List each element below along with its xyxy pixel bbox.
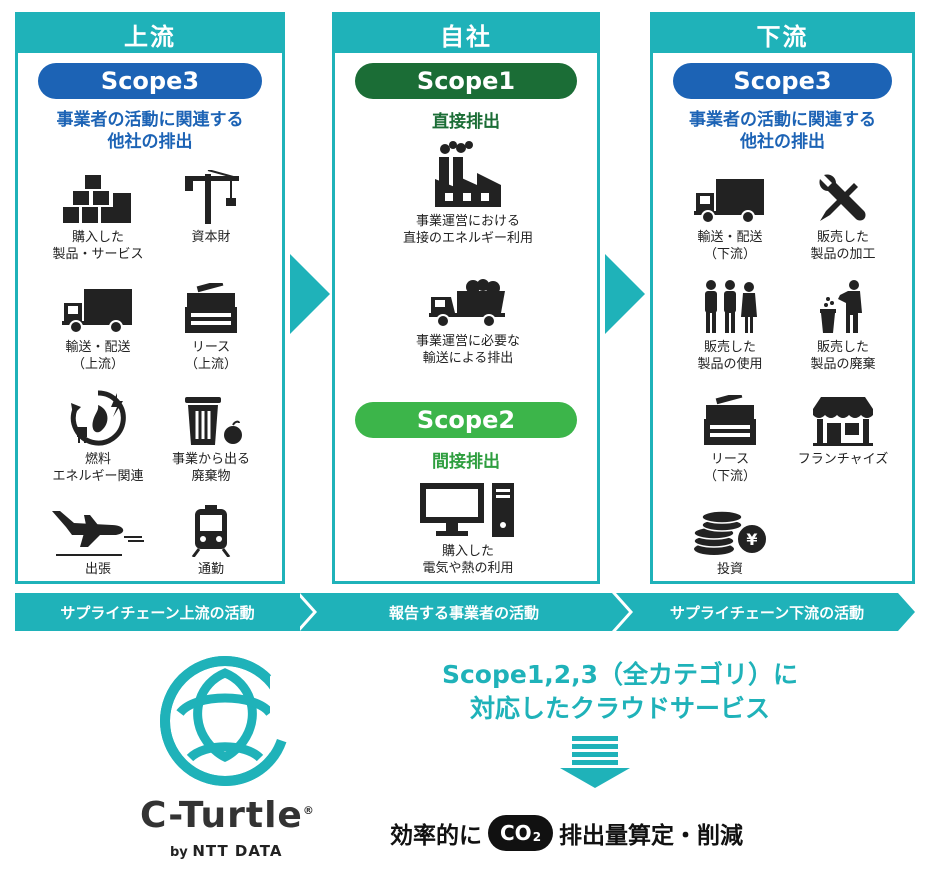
item-capital-goods: 資本財 [146,167,276,246]
brand-byline: by NTT DATA [170,842,283,860]
band-downstream-label: サプライチェーン下流の活動 [669,603,865,622]
truck-icon [694,179,764,224]
own-column: 自社 Scope1 直接排出 事業運営における 直接のエネルギー利用 事業運営に… [332,12,600,584]
item-use-sold-products: 販売した 製品の使用 [665,277,795,373]
item-commuting: 通勤 [146,499,276,578]
item-downstream-transport: 輸送・配送 （下流） [665,167,795,263]
disposal-icon [820,280,862,333]
item-upstream-transport: 輸送・配送 （上流） [33,277,163,373]
airplane-icon [52,511,144,556]
scope2-pill: Scope2 [355,402,577,438]
shop-icon [813,397,873,446]
people-icon [705,280,757,333]
tools-icon [819,174,866,221]
svg-text:¥: ¥ [746,530,757,549]
boxes-icon [63,175,131,223]
arrow-upstream-to-own [290,254,330,334]
copier-icon [704,395,756,445]
item-business-travel: 出張 [33,499,163,578]
downstream-column: 下流 Scope3 事業者の活動に関連する 他社の排出 輸送・配送 （下流） 販… [650,12,915,584]
band-upstream-label: サプライチェーン上流の活動 [15,593,300,631]
trash-bin-icon [185,397,242,445]
scope2-subtitle: 間接排出 [432,452,500,472]
item-downstream-lease: リース （下流） [665,389,795,485]
fuel-energy-icon [70,390,126,446]
scope1-subtitle: 直接排出 [432,112,500,132]
brand-name: C-Turtle® [140,795,315,836]
train-icon [191,505,231,557]
band-downstream-shape [616,593,915,631]
computer-icon [420,483,514,537]
item-purchased-goods: 購入した 製品・サービス [33,167,163,263]
down-arrow-icon [560,736,630,788]
downstream-scope3-pill: Scope3 [673,63,892,99]
copier-icon [185,283,237,333]
band-own-label: 報告する事業者の活動 [388,603,539,622]
downstream-subtitle: 事業者の活動に関連する 他社の排出 [689,110,876,152]
item-upstream-lease: リース （上流） [146,277,276,373]
item-direct-energy: 事業運営における 直接のエネルギー利用 [368,139,568,247]
scope1-pill: Scope1 [355,63,577,99]
coins-yen-icon: ¥ [693,510,768,555]
item-processing-sold-products: 販売した 製品の加工 [778,167,908,263]
item-waste: 事業から出る 廃棄物 [146,389,276,485]
band-own-shape [300,593,629,631]
item-own-transport: 事業運営に必要な 輸送による排出 [368,271,568,367]
downstream-title: 下流 [653,15,912,53]
item-purchased-electricity: 購入した 電気や熱の利用 [368,477,568,577]
upstream-subtitle: 事業者の活動に関連する 他社の排出 [56,110,244,152]
item-franchise: フランチャイズ [778,389,908,468]
item-investment: ¥ 投資 [665,499,795,578]
own-title: 自社 [335,15,597,53]
item-fuel-energy: 燃料 エネルギー関連 [33,389,163,485]
crane-icon [185,170,239,224]
arrow-own-to-downstream [605,254,645,334]
upstream-title: 上流 [18,15,282,53]
service-tagline: Scope1,2,3（全カテゴリ）に 対応したクラウドサービス [441,660,799,723]
dump-truck-icon [429,279,505,328]
item-disposal-sold-products: 販売した 製品の廃棄 [778,277,908,373]
upstream-scope3-pill: Scope3 [38,63,262,99]
upstream-column: 上流 Scope3 事業者の活動に関連する 他社の排出 購入した 製品・サービス… [15,12,285,584]
factory-icon [435,141,501,207]
truck-icon [62,289,132,334]
c-turtle-logo [160,653,300,788]
